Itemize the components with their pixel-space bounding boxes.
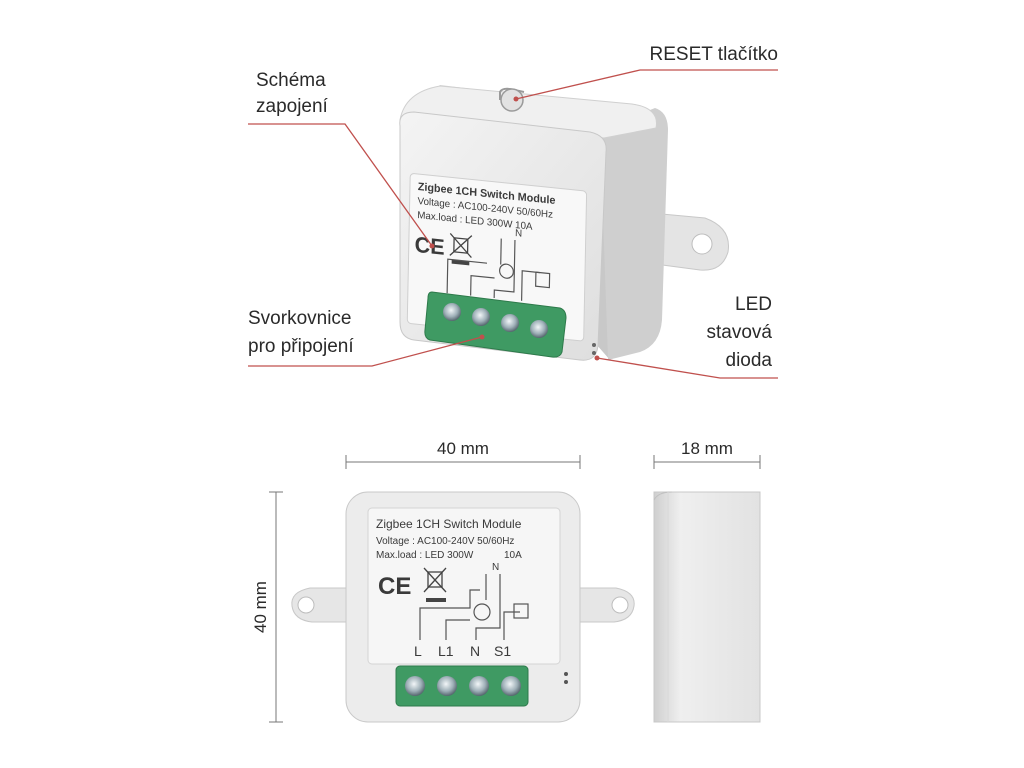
weee-icon [449,232,473,266]
status-led [592,343,596,355]
front-terminal-block [395,665,529,707]
schematic-n-label: N [515,228,522,240]
callout-terminal-line1: Svorkovnice [248,308,352,329]
callout-reset: RESET tlačítko [650,44,778,65]
front-terminal-label-s1: S1 [494,643,511,659]
callout-led-line1: LED [735,294,772,315]
front-ce-mark: CE [378,573,411,600]
front-terminal-label-l: L [414,643,422,659]
dimension-width: 40 mm [437,439,489,458]
callout-terminal-line2: pro připojení [248,336,354,357]
dimension-lines [269,455,761,723]
mounting-tab-left [291,587,349,623]
front-terminal-label-n: N [470,643,480,659]
dimension-height: 40 mm [251,581,270,633]
callout-led-line3: dioda [726,350,773,371]
device-side-view [653,491,761,723]
front-label-title: Zigbee 1CH Switch Module [376,517,522,531]
callout-led-line2: stavová [707,322,773,343]
front-label-panel [367,507,561,665]
front-wiring-schematic [419,574,529,640]
wiring-schematic [446,238,551,301]
dimension-depth: 18 mm [681,439,733,458]
front-schematic-n-label: N [492,562,499,573]
callout-scheme-line2: zapojení [256,96,329,117]
front-status-led [564,672,568,684]
mounting-tab-right-front [579,587,635,623]
front-label-current: 10A [504,550,522,561]
reset-button [499,87,525,112]
terminal-block-3d [424,291,567,358]
housing-right-side [600,108,668,360]
device-front-view: Zigbee 1CH Switch Module Voltage : AC100… [291,491,635,723]
callout-lines [248,69,778,379]
front-terminal-label-l1: L1 [438,643,454,659]
front-weee-icon [423,567,447,602]
front-label-voltage: Voltage : AC100-240V 50/60Hz [376,536,514,547]
device-3d-view: Zigbee 1CH Switch Module Voltage : AC100… [399,85,730,361]
front-label-maxload: Max.load : LED 300W [376,550,474,561]
callout-scheme-line1: Schéma [256,70,326,91]
